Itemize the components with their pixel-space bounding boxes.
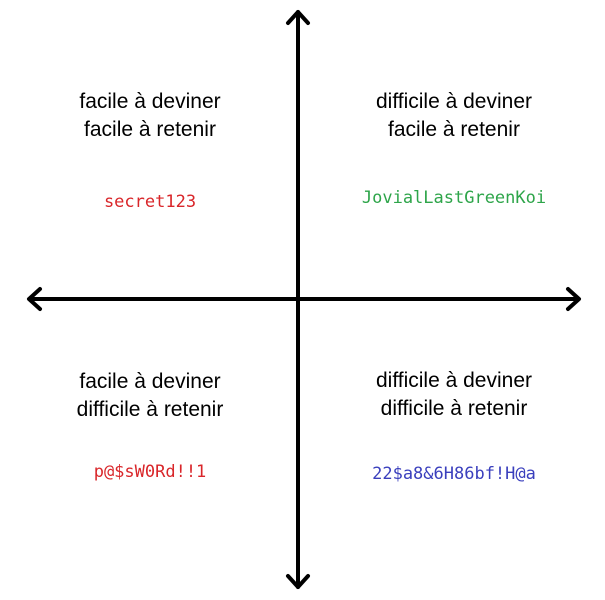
quadrant-label-line-1: facile à deviner xyxy=(79,370,221,393)
quadrant-label-line-2: difficile à retenir xyxy=(380,397,528,420)
example-password: JovialLastGreenKoi xyxy=(361,188,547,208)
quadrant-top-right: difficile à deviner facile à retenir Jov… xyxy=(304,88,604,209)
quadrant-label-line-2: facile à retenir xyxy=(84,118,216,141)
quadrant-label-line-1: difficile à deviner xyxy=(375,369,533,392)
quadrant-label-line-2: difficile à retenir xyxy=(76,398,224,421)
left-arrowhead xyxy=(27,287,42,311)
quadrant-bottom-right: difficile à deviner difficile à retenir … xyxy=(304,367,604,485)
example-password: 22$a8&6H86bf!H@a xyxy=(372,464,536,484)
quadrant-bottom-left: facile à deviner difficile à retenir p@$… xyxy=(0,368,300,483)
quadrant-label-line-1: facile à deviner xyxy=(79,90,221,113)
quadrant-label-line-2: facile à retenir xyxy=(388,118,520,141)
horizontal-axis xyxy=(27,287,581,311)
up-arrowhead xyxy=(286,10,310,25)
example-password: p@$sW0Rd!!1 xyxy=(93,462,207,482)
right-arrowhead xyxy=(566,287,581,311)
vertical-axis xyxy=(286,10,310,589)
down-arrowhead xyxy=(286,574,310,589)
quadrant-label-line-1: difficile à deviner xyxy=(375,90,533,113)
quadrant-top-left: facile à deviner facile à retenir secret… xyxy=(0,88,300,213)
example-password: secret123 xyxy=(103,192,197,212)
